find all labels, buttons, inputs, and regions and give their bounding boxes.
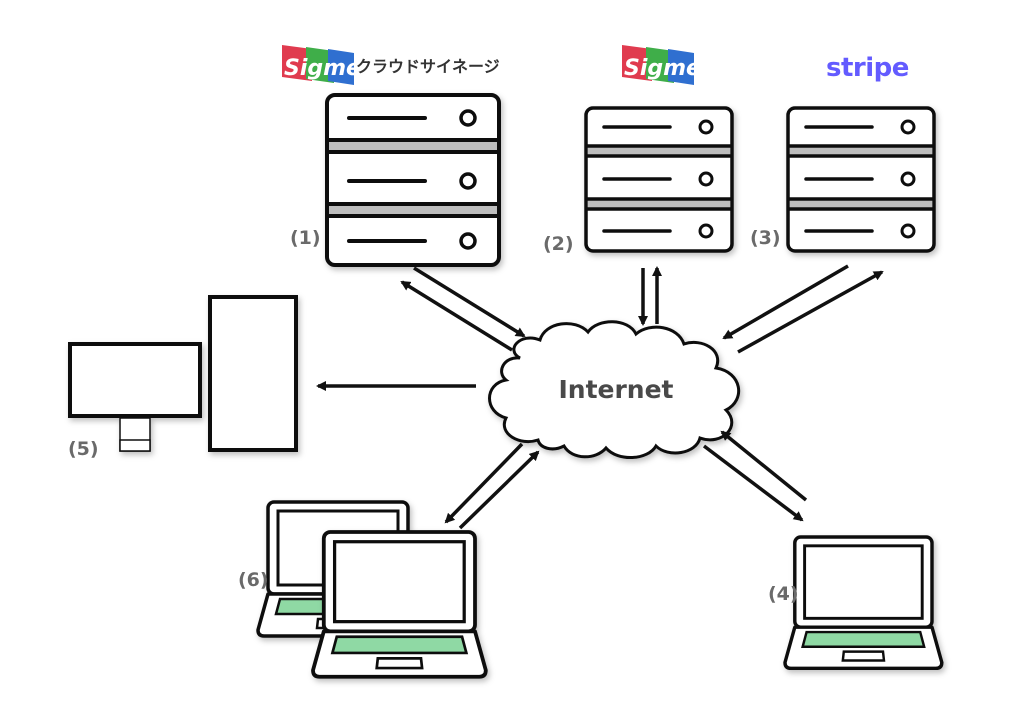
label-laptops-6: (6) <box>238 569 269 591</box>
arrow-internet-to-laptops6 <box>444 442 524 524</box>
arrow-internet-to-laptop4 <box>702 444 804 522</box>
server-3 <box>786 106 936 253</box>
stripe-logo: stripe <box>826 53 909 83</box>
laptop-4 <box>783 535 944 671</box>
label-desktop-5: (5) <box>68 438 99 460</box>
arrow-internet-to-server3 <box>737 270 884 354</box>
desktop-computer <box>68 295 298 452</box>
arrow-laptops6-to-internet <box>458 450 540 530</box>
monitor <box>68 342 202 418</box>
internet-cloud: Internet <box>488 320 741 460</box>
server-2 <box>584 106 734 253</box>
cloud-signage-text: クラウドサイネージ <box>356 57 500 76</box>
arrow-server1-to-internet <box>413 266 526 338</box>
arrow-laptop4-to-internet <box>720 430 808 502</box>
sigme-logo-text-2: Sigme <box>624 56 701 81</box>
sigme-logo-2: Sigme <box>622 45 701 85</box>
sigme-logo-1: Sigme <box>282 45 361 85</box>
label-server-2: (2) <box>543 233 574 255</box>
arrow-server3-to-internet <box>722 264 849 340</box>
laptop-6-front <box>311 530 488 679</box>
arrow-internet-to-server1 <box>400 280 513 352</box>
label-laptop-4: (4) <box>768 583 799 605</box>
sigme-logo-text-1: Sigme <box>284 56 361 81</box>
internet-label: Internet <box>558 375 673 404</box>
label-server-3: (3) <box>750 227 781 249</box>
connection-arrows <box>316 264 884 530</box>
tower-unit <box>208 295 298 452</box>
server-1 <box>325 93 501 267</box>
label-server-1: (1) <box>290 227 321 249</box>
